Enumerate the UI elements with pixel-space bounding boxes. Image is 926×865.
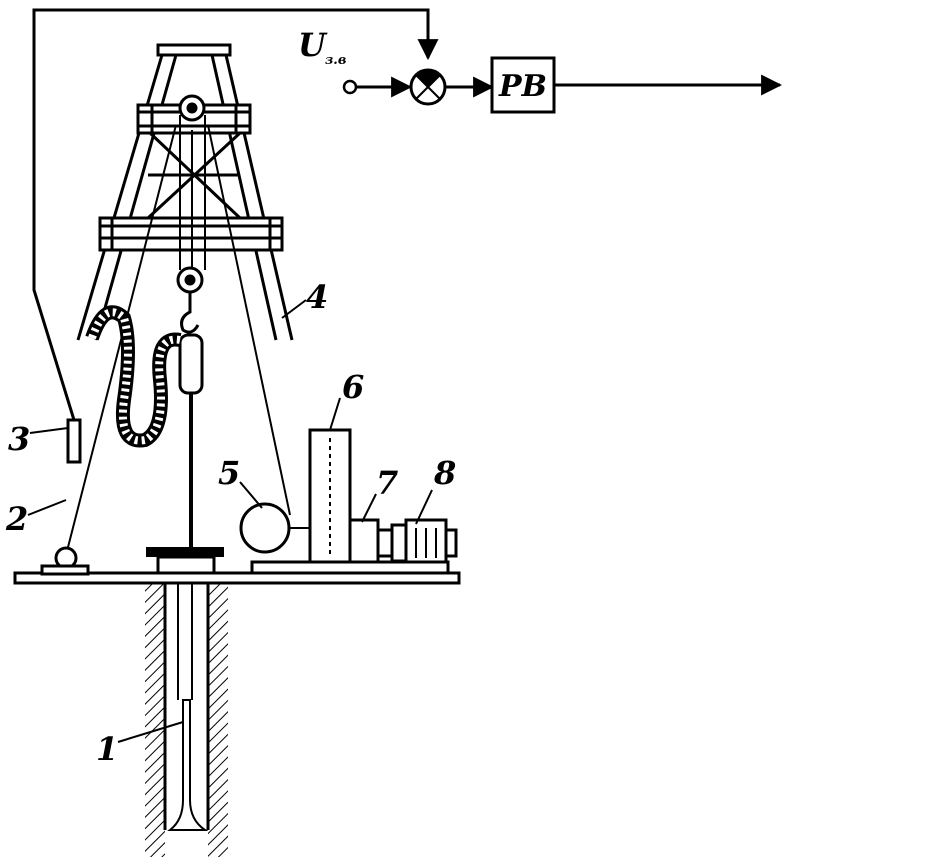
transmission-6: [308, 428, 352, 564]
borehole: [145, 582, 228, 857]
signal-symbol: U: [298, 26, 328, 64]
callout-5: 5: [218, 454, 263, 509]
machinery-base: [250, 560, 450, 575]
callout-7: 7: [361, 464, 398, 523]
callout-4: 4: [281, 278, 328, 319]
rig-floor: [13, 571, 461, 585]
derrick-tower: [76, 43, 294, 341]
callout-6-label: 6: [342, 368, 364, 406]
callout-7-label: 7: [376, 464, 398, 502]
regulator-label: РВ: [498, 69, 547, 104]
callout-3: 3: [8, 420, 69, 458]
drawworks-drum: [239, 502, 291, 554]
callout-4-label: 4: [306, 278, 328, 316]
feedback-signal-line: [32, 8, 439, 421]
kelly-hose: [85, 305, 182, 448]
summing-junction: [409, 68, 447, 106]
callout-8-label: 8: [433, 454, 456, 492]
motor-8: [390, 518, 458, 568]
callout-8: 8: [415, 454, 456, 525]
callout-2-label: 2: [5, 500, 28, 538]
callout-2: 2: [5, 499, 67, 538]
setpoint-terminal: [342, 79, 358, 95]
rotary-table: [146, 547, 224, 575]
callout-1: 1: [96, 721, 184, 768]
brake-unit-7: [348, 518, 394, 564]
callout-5-label: 5: [218, 454, 240, 492]
callout-1-label: 1: [96, 730, 118, 768]
deadline-anchor: [40, 546, 90, 576]
regulator-block: РВ: [490, 56, 556, 114]
signal-subscript: з.в: [325, 53, 346, 68]
traveling-block-hook: [176, 266, 204, 555]
callout-3-label: 3: [8, 420, 30, 458]
load-sensor: [66, 418, 82, 464]
callout-6: 6: [329, 368, 364, 431]
